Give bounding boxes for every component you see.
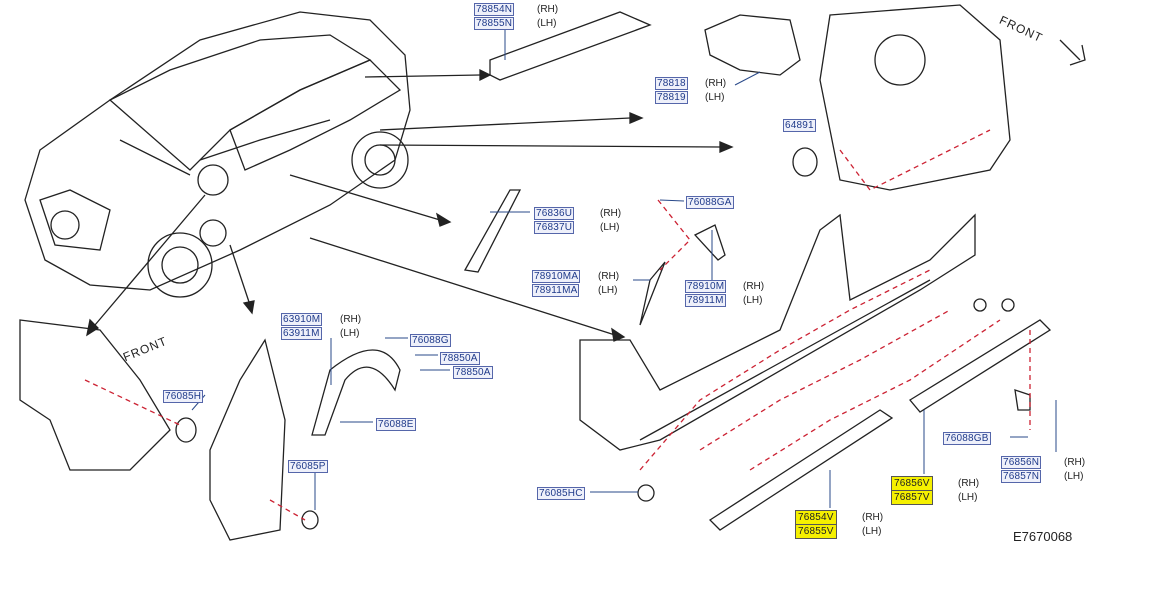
side-rh: (RH) <box>862 512 884 523</box>
side-rh: (RH) <box>958 478 980 489</box>
leader-lines <box>191 27 1057 510</box>
part-number-76085H[interactable]: 76085H <box>163 390 204 403</box>
part-number-76088E[interactable]: 76088E <box>376 418 416 431</box>
part-number-76855V-highlighted[interactable]: 76855V <box>795 524 837 539</box>
part-number-76857N[interactable]: 76857N <box>1001 470 1042 483</box>
side-rh: (RH) <box>743 281 765 292</box>
part-number-78911MA[interactable]: 78911MA <box>532 284 580 297</box>
part-number-76088GA[interactable]: 76088GA <box>686 196 734 209</box>
part-number-78854N[interactable]: 78854N <box>474 3 515 16</box>
part-number-76856V-highlighted[interactable]: 76856V <box>891 476 933 491</box>
callout-arrows <box>86 68 734 342</box>
part-number-78910MA[interactable]: 78910MA <box>532 270 581 283</box>
part-number-76837U[interactable]: 76837U <box>534 221 575 234</box>
part-number-76085P[interactable]: 76085P <box>288 460 328 473</box>
side-rh: (RH) <box>600 208 622 219</box>
side-rh: (RH) <box>1064 457 1086 468</box>
part-number-78911M[interactable]: 78911M <box>685 294 726 307</box>
part-number-76085HC[interactable]: 76085HC <box>537 487 585 500</box>
side-lh: (LH) <box>598 285 618 296</box>
part-number-78855N[interactable]: 78855N <box>474 17 515 30</box>
diagram-id: E7670068 <box>1013 529 1073 544</box>
side-lh: (LH) <box>705 92 725 103</box>
part-number-78850A[interactable]: 78850A <box>453 366 493 379</box>
vehicle-illustration <box>24 11 411 298</box>
side-lh: (LH) <box>340 328 360 339</box>
part-number-76856N[interactable]: 76856N <box>1001 456 1042 469</box>
side-lh: (LH) <box>743 295 763 306</box>
part-number-63911M[interactable]: 63911M <box>281 327 322 340</box>
part-number-76854V-highlighted[interactable]: 76854V <box>795 510 837 525</box>
side-lh: (LH) <box>958 492 978 503</box>
part-number-76857V-highlighted[interactable]: 76857V <box>891 490 933 505</box>
side-rh: (RH) <box>705 78 727 89</box>
part-number-63910M[interactable]: 63910M <box>281 313 323 326</box>
side-lh: (LH) <box>1064 471 1084 482</box>
part-number-78819[interactable]: 78819 <box>655 91 688 104</box>
part-number-78818[interactable]: 78818 <box>655 77 688 90</box>
part-number-64891[interactable]: 64891 <box>783 119 816 132</box>
side-rh: (RH) <box>340 314 362 325</box>
part-number-78850A[interactable]: 78850A <box>440 352 480 365</box>
part-number-76836U[interactable]: 76836U <box>534 207 575 220</box>
side-lh: (LH) <box>862 526 882 537</box>
side-lh: (LH) <box>537 18 557 29</box>
side-lh: (LH) <box>600 222 620 233</box>
part-number-76088GB[interactable]: 76088GB <box>943 432 991 445</box>
side-rh: (RH) <box>537 4 559 15</box>
side-rh: (RH) <box>598 271 620 282</box>
part-number-76088G[interactable]: 76088G <box>410 334 451 347</box>
dashed-guides <box>84 129 1031 521</box>
part-number-78910M[interactable]: 78910M <box>685 280 727 293</box>
